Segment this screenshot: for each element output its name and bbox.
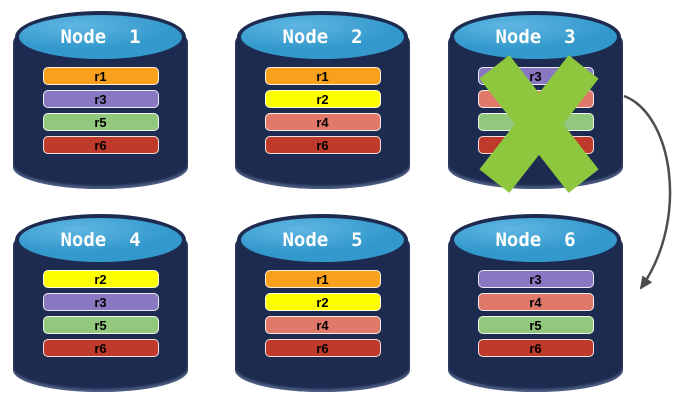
replica-bar: r3 (42, 90, 159, 108)
replica-bar: r3 (42, 293, 159, 311)
node-title: Node 2 (282, 26, 363, 48)
failure-x-icon (448, 9, 623, 193)
cylinder-top (450, 214, 621, 266)
replica-bar: r6 (264, 136, 381, 154)
replica-bar: r1 (42, 67, 159, 85)
replica-label: r6 (529, 340, 542, 356)
replica-label: r3 (94, 91, 107, 107)
node-title: Node 5 (282, 229, 363, 251)
replica-bar: r4 (477, 293, 594, 311)
replica-bar: r1 (264, 270, 381, 288)
replica-bar: r6 (42, 339, 159, 357)
replica-label: r4 (316, 114, 329, 130)
replica-label: r2 (316, 91, 329, 107)
arrow-curve (623, 94, 672, 290)
node-cylinder: Node 6 r3 r4 r5 r6 (448, 212, 623, 392)
replica-list: r1 r3 r5 r6 (13, 67, 188, 154)
replica-list: r2 r3 r5 r6 (13, 270, 188, 357)
replica-bar: r5 (42, 316, 159, 334)
replica-label: r4 (529, 294, 542, 310)
replica-list: r1 r2 r4 r6 (235, 270, 410, 357)
cylinder-top (237, 11, 408, 63)
replica-bar: r1 (264, 67, 381, 85)
node-title: Node 4 (60, 229, 141, 251)
replica-label: r5 (529, 317, 542, 333)
replica-bar: r6 (264, 339, 381, 357)
replica-bar: r5 (477, 316, 594, 334)
replica-label: r3 (529, 68, 542, 84)
replica-label: r5 (94, 114, 107, 130)
cylinder-top (450, 11, 621, 63)
replica-list: r1 r2 r4 r6 (235, 67, 410, 154)
replica-label: r1 (316, 68, 329, 84)
replica-label: r2 (316, 294, 329, 310)
node-cylinder: Node 1 r1 r3 r5 r6 (13, 9, 188, 189)
replica-bar: r6 (42, 136, 159, 154)
replica-label: r3 (94, 294, 107, 310)
replica-label: r2 (94, 271, 107, 287)
replica-label: r1 (316, 271, 329, 287)
replica-list: r3 r4 r5 r6 (448, 270, 623, 357)
replica-label: r3 (529, 271, 542, 287)
replica-bar: r2 (42, 270, 159, 288)
replica-bar: r5 (42, 113, 159, 131)
node-cylinder: Node 2 r1 r2 r4 r6 (235, 9, 410, 189)
replica-label: r6 (94, 340, 107, 356)
node-title: Node 1 (60, 26, 141, 48)
node-cylinder: Node 5 r1 r2 r4 r6 (235, 212, 410, 392)
cylinder-top (15, 214, 186, 266)
replica-label: r4 (316, 317, 329, 333)
replica-label: r5 (94, 317, 107, 333)
replica-bar: r4 (264, 316, 381, 334)
replica-label: r1 (94, 68, 107, 84)
replica-bar: r2 (264, 90, 381, 108)
replica-label: r6 (316, 137, 329, 153)
replica-label: r6 (316, 340, 329, 356)
replica-bar: r4 (264, 113, 381, 131)
replica-bar: r3 (477, 270, 594, 288)
node-title: Node 6 (495, 229, 576, 251)
node-cylinder: Node 4 r2 r3 r5 r6 (13, 212, 188, 392)
node-title: Node 3 (495, 26, 576, 48)
replica-bar: r2 (264, 293, 381, 311)
cylinder-top (237, 214, 408, 266)
node-cylinder: Node 3 r3 (448, 9, 623, 193)
replica-label: r6 (94, 137, 107, 153)
cylinder-top (15, 11, 186, 63)
replica-bar: r6 (477, 339, 594, 357)
